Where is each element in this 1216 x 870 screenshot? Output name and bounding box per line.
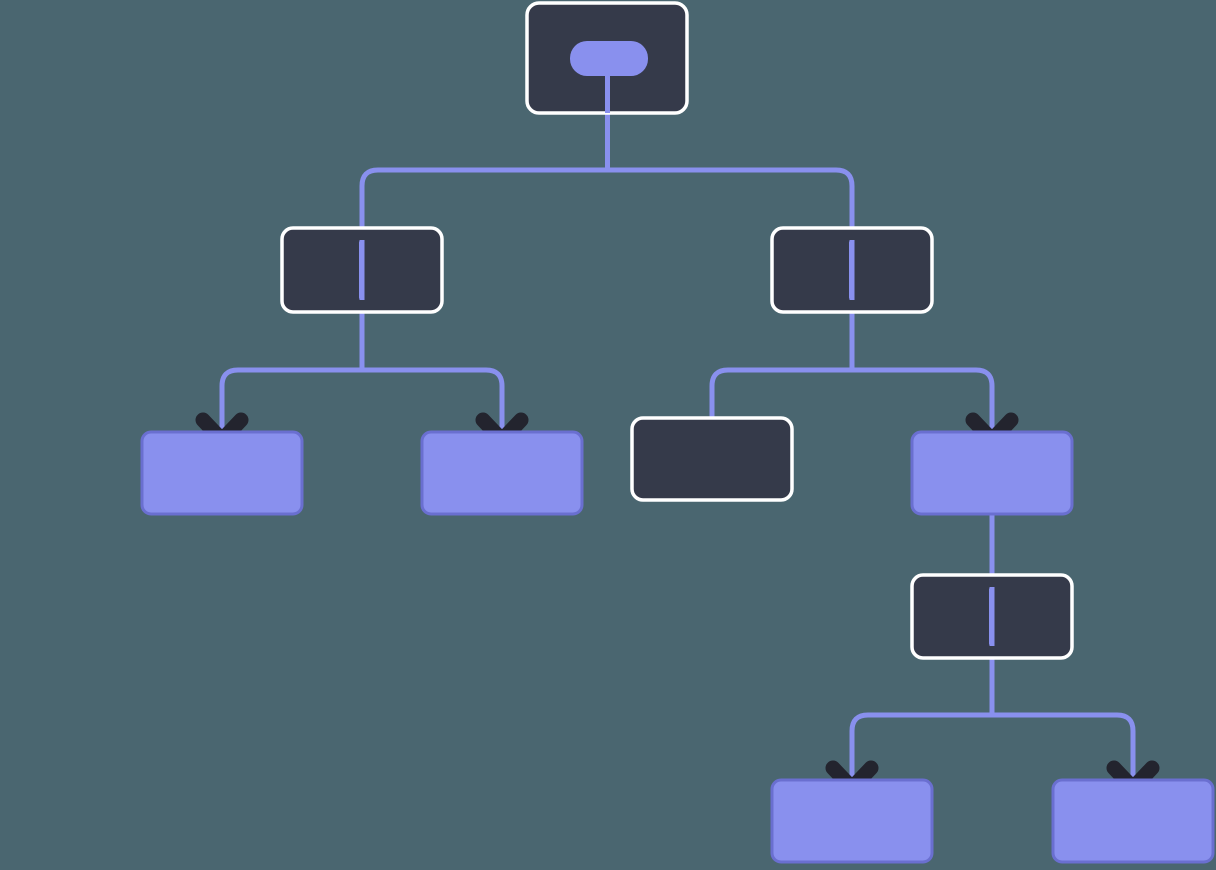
edge-edge-l3-leafb <box>992 712 1136 788</box>
edge-edge-l1right-purple <box>852 367 995 440</box>
node-level2-leaf-a[interactable] <box>140 430 304 516</box>
edge-edge-l1right-plain <box>709 330 855 418</box>
node-level4-leaf-a[interactable] <box>770 778 934 864</box>
node-level2-purple-branch[interactable] <box>910 430 1074 516</box>
edge-layer <box>219 41 1136 788</box>
edge-overlay-layer <box>359 58 995 646</box>
node-level2-leaf-b[interactable] <box>420 430 584 516</box>
edge-edge-l1left-leafa <box>219 330 365 440</box>
node-level2-dark-plain[interactable] <box>630 416 794 502</box>
edge-edge-root-right <box>607 167 855 330</box>
node-layer <box>140 1 1215 864</box>
node-level4-leaf-b[interactable] <box>1051 778 1215 864</box>
edge-edge-l1left-leafb <box>362 367 505 440</box>
edge-edge-l3-leafa <box>849 675 995 788</box>
node-body-level2-purple-branch[interactable] <box>910 430 1074 516</box>
node-body-level2-leaf-a[interactable] <box>140 430 304 516</box>
node-body-level4-leaf-b[interactable] <box>1051 778 1215 864</box>
node-body-level4-leaf-a[interactable] <box>770 778 934 864</box>
node-body-level2-leaf-b[interactable] <box>420 430 584 516</box>
node-body-level2-dark-plain[interactable] <box>630 416 794 502</box>
edge-edge-root-left <box>359 167 608 330</box>
